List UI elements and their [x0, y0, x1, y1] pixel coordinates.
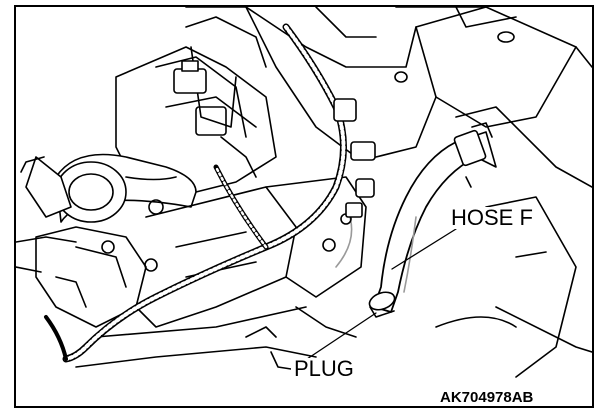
- hose-f: [373, 122, 497, 313]
- diagram-frame: HOSE F PLUG AK704978AB: [14, 5, 594, 408]
- hose-f-leader-line: [391, 228, 457, 270]
- engine-block-upper: [185, 7, 592, 158]
- hose-f-label: HOSE F: [448, 207, 536, 229]
- hose-plug: [368, 291, 396, 318]
- right-frame: [435, 106, 592, 378]
- harness-connectors: [173, 60, 376, 218]
- engine-illustration: [16, 7, 592, 378]
- plug-label: PLUG: [291, 358, 357, 380]
- figure-code: AK704978AB: [438, 389, 536, 406]
- air-pipe: [20, 153, 197, 223]
